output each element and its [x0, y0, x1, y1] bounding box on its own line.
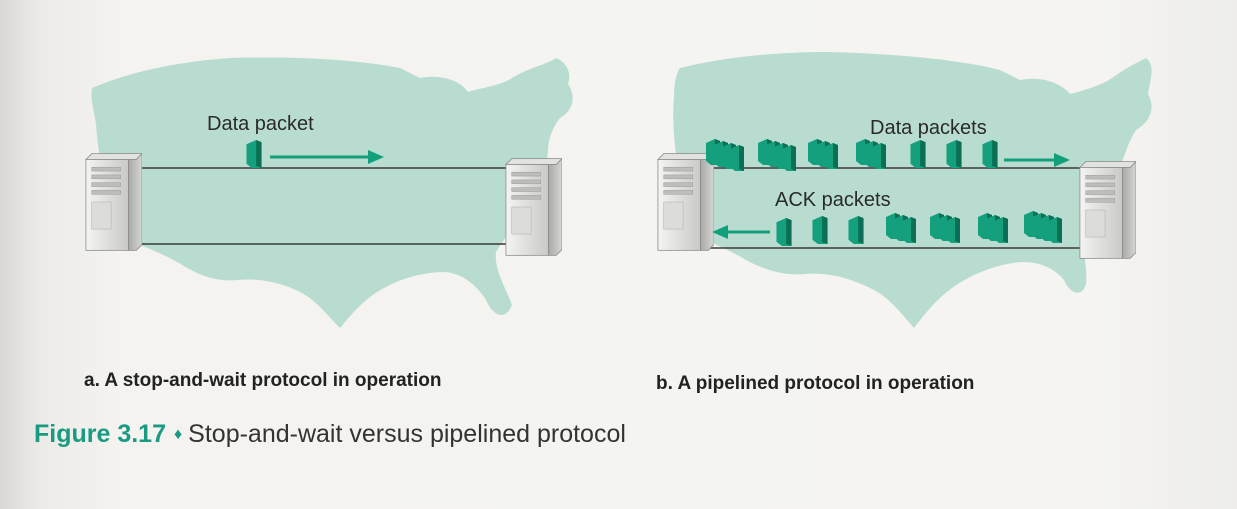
ack-packets-arrow: [712, 225, 770, 239]
data-packet-arrow: [270, 150, 384, 164]
receiver-server-a: [505, 158, 562, 256]
usa-map-a: [91, 57, 573, 329]
ack-packets-label: ACK packets: [775, 189, 891, 211]
diamond-icon: ♦: [174, 426, 183, 443]
data-packets-label: Data packets: [870, 117, 987, 139]
caption-panel-a: a. A stop-and-wait protocol in operation: [84, 370, 442, 391]
figure-caption: Figure 3.17 ♦ Stop-and-wait versus pipelin…: [34, 420, 626, 449]
sender-server-a: [85, 153, 142, 251]
data-packets-arrow: [1004, 153, 1070, 167]
figure-title: Stop-and-wait versus pipelined protocol: [188, 420, 626, 448]
data-packet-label: Data packet: [207, 113, 314, 135]
sender-server-b: [657, 153, 714, 251]
caption-panel-b: b. A pipelined protocol in operation: [656, 373, 975, 394]
data-packet: [246, 140, 262, 168]
figure-number: Figure 3.17: [34, 420, 166, 448]
usa-map-b: [673, 52, 1152, 328]
receiver-server-b: [1079, 161, 1136, 259]
